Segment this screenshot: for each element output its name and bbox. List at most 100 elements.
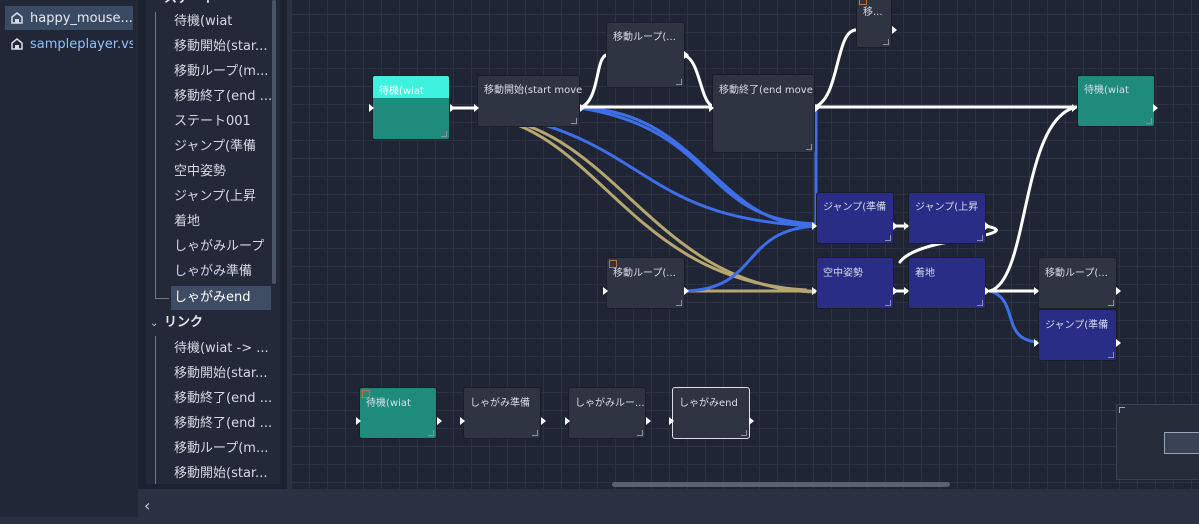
- resize-handle[interactable]: [441, 131, 447, 137]
- input-port[interactable]: [1072, 104, 1077, 112]
- output-port[interactable]: [1153, 104, 1158, 112]
- resize-handle[interactable]: [571, 118, 577, 124]
- tree-item-state[interactable]: しゃがみループ: [174, 239, 265, 254]
- resize-handle[interactable]: [977, 235, 983, 241]
- output-port[interactable]: [541, 417, 546, 425]
- tree-section-links[interactable]: リンク: [164, 315, 204, 330]
- input-port[interactable]: [904, 222, 909, 230]
- tree-item-link[interactable]: 移動開始(star...: [174, 366, 268, 381]
- output-port[interactable]: [749, 417, 754, 425]
- state-node[interactable]: 移動ループ(...: [606, 257, 685, 309]
- chevron-left-icon[interactable]: ‹: [144, 496, 151, 515]
- state-node[interactable]: 待機(wiat: [359, 387, 437, 439]
- input-port[interactable]: [812, 222, 817, 230]
- state-node[interactable]: 待機(wiat: [372, 75, 450, 140]
- tree-item-state[interactable]: 移動ループ(m...: [174, 64, 269, 79]
- node-marker-icon: [859, 0, 867, 5]
- input-port[interactable]: [1034, 339, 1039, 347]
- state-node[interactable]: ジャンプ(準備: [816, 192, 894, 244]
- resize-handle[interactable]: [885, 235, 891, 241]
- resize-handle[interactable]: [1108, 352, 1114, 358]
- output-port[interactable]: [580, 104, 585, 112]
- graph-horizontal-scrollbar[interactable]: [612, 482, 950, 487]
- output-port[interactable]: [892, 26, 897, 34]
- tree-item-state[interactable]: 着地: [174, 214, 201, 229]
- output-port[interactable]: [985, 222, 990, 230]
- resize-handle[interactable]: [885, 300, 891, 306]
- input-port[interactable]: [460, 417, 465, 425]
- output-port[interactable]: [450, 104, 455, 112]
- state-node[interactable]: 待機(wiat: [1077, 75, 1155, 127]
- input-port[interactable]: [356, 417, 361, 425]
- output-port[interactable]: [1116, 339, 1121, 347]
- chevron-down-icon[interactable]: ⌄: [150, 318, 159, 329]
- state-node[interactable]: しゃがみルー...: [568, 387, 646, 439]
- output-port[interactable]: [437, 417, 442, 425]
- file-item-sampleplayer[interactable]: sampleplayer.vs: [5, 32, 133, 56]
- tree-item-state[interactable]: しゃがみ準備: [174, 264, 253, 279]
- resize-handle[interactable]: [806, 144, 812, 150]
- state-node[interactable]: しゃがみ準備: [463, 387, 541, 439]
- resize-handle[interactable]: [977, 300, 983, 306]
- tree-item-state[interactable]: ステート001: [174, 114, 251, 129]
- tree-item-link[interactable]: 移動ループ(m...: [174, 441, 269, 456]
- state-node[interactable]: 移動ループ(...: [606, 22, 685, 88]
- resize-handle[interactable]: [1146, 118, 1152, 124]
- resize-handle[interactable]: [741, 430, 747, 436]
- state-node[interactable]: 着地: [908, 257, 986, 309]
- panel-divider[interactable]: [287, 0, 291, 489]
- resize-handle[interactable]: [676, 300, 682, 306]
- tree-section-states[interactable]: ステート: [164, 0, 216, 11]
- input-port[interactable]: [812, 287, 817, 295]
- output-port[interactable]: [985, 287, 990, 295]
- file-name: sampleplayer.vs: [30, 36, 133, 52]
- state-node[interactable]: ジャンプ(準備: [1038, 309, 1117, 361]
- tree-item-state-selected[interactable]: しゃがみend: [171, 286, 271, 310]
- tree-scrollbar[interactable]: [272, 0, 276, 284]
- resize-handle[interactable]: [428, 430, 434, 436]
- input-port[interactable]: [904, 287, 909, 295]
- state-node[interactable]: 空中姿勢: [816, 257, 894, 309]
- minimap-viewport[interactable]: [1164, 432, 1199, 454]
- state-node[interactable]: 移動終了(end move: [712, 74, 815, 153]
- minimap-resize-handle[interactable]: [1119, 407, 1125, 413]
- state-node[interactable]: 移動開始(start move: [477, 75, 582, 127]
- tree-item-state[interactable]: 待機(wiat: [174, 14, 233, 29]
- input-port[interactable]: [565, 417, 570, 425]
- tree-item-state[interactable]: 移動終了(end ...: [174, 89, 273, 104]
- output-port[interactable]: [1116, 287, 1121, 295]
- output-port[interactable]: [684, 51, 689, 59]
- file-item-happy-mouse[interactable]: happy_mouse...: [5, 6, 133, 30]
- tree-item-link[interactable]: 移動開始(star...: [174, 466, 268, 481]
- tree-item-state[interactable]: 移動開始(star...: [174, 39, 268, 54]
- output-port[interactable]: [815, 104, 820, 112]
- output-port[interactable]: [684, 287, 689, 295]
- state-node[interactable]: ジャンプ(上昇: [908, 192, 986, 244]
- state-node[interactable]: 移動ループ(...: [1038, 257, 1117, 309]
- graph-minimap[interactable]: [1116, 404, 1199, 480]
- tree-item-link[interactable]: 移動終了(end ...: [174, 391, 273, 406]
- resize-handle[interactable]: [637, 430, 643, 436]
- resize-handle[interactable]: [532, 430, 538, 436]
- output-port[interactable]: [893, 222, 898, 230]
- output-port[interactable]: [646, 417, 651, 425]
- input-port[interactable]: [1034, 287, 1039, 295]
- resize-handle[interactable]: [883, 39, 889, 45]
- input-port[interactable]: [369, 104, 374, 112]
- input-port[interactable]: [603, 287, 608, 295]
- resize-handle[interactable]: [676, 79, 682, 85]
- state-node[interactable]: 移...: [856, 0, 892, 48]
- tree-item-state[interactable]: ジャンプ(上昇: [174, 189, 257, 204]
- tree-item-state[interactable]: 空中姿勢: [174, 164, 227, 179]
- tree-item-state[interactable]: ジャンプ(準備: [174, 139, 257, 154]
- connection-wire: [812, 28, 858, 109]
- input-port[interactable]: [709, 104, 714, 112]
- output-port[interactable]: [893, 287, 898, 295]
- scene-icon: [10, 37, 24, 51]
- input-port[interactable]: [669, 417, 674, 425]
- input-port[interactable]: [474, 104, 479, 112]
- resize-handle[interactable]: [1108, 300, 1114, 306]
- tree-item-link[interactable]: 移動終了(end ...: [174, 416, 273, 431]
- tree-item-link[interactable]: 待機(wiat -> ...: [174, 341, 269, 356]
- state-node-selected[interactable]: しゃがみend: [672, 387, 750, 439]
